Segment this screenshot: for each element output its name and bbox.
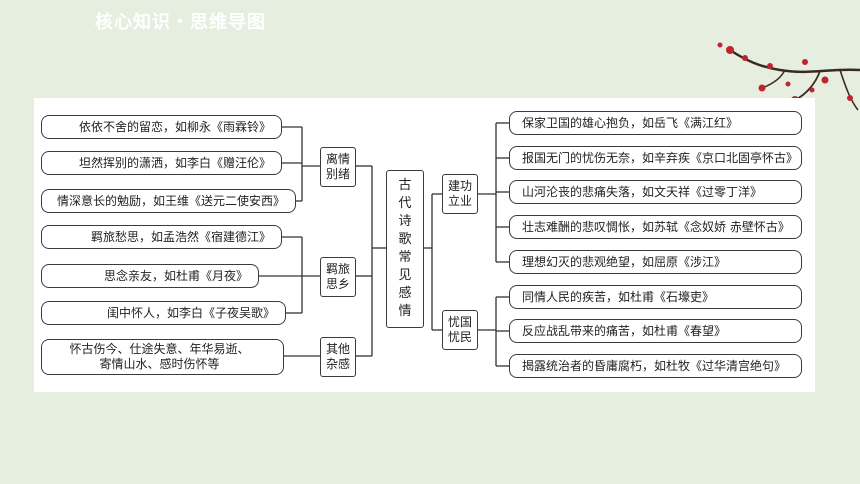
central-char: 代 [398, 196, 412, 211]
left-item-line: 寄情山水、感时伤怀等 [99, 357, 220, 371]
category-line: 离情 [325, 152, 350, 166]
left-item: 羁旅愁思，如孟浩然《宿建德江》 [41, 225, 282, 249]
right-item: 揭露统治者的昏庸腐朽，如杜牧《过华清宫绝句》 [509, 354, 802, 378]
category-homesick: 羁旅 思乡 [320, 257, 356, 297]
right-item: 同情人民的疾苦，如杜甫《石壕吏》 [509, 285, 802, 309]
category-line: 忧民 [447, 330, 472, 344]
category-achievement: 建功 立业 [442, 174, 478, 214]
central-char: 诗 [398, 214, 412, 229]
left-item: 情深意长的勉励，如王维《送元二使安西》 [41, 189, 296, 213]
category-parting: 离情 别绪 [320, 147, 356, 187]
right-item: 山河沦丧的悲痛失落，如文天祥《过零丁洋》 [509, 180, 802, 204]
central-char: 感 [398, 286, 412, 301]
right-item: 报国无门的忧伤无奈，如辛弃疾《京口北固亭怀古》 [509, 146, 802, 170]
left-item: 闺中怀人，如李白《子夜吴歌》 [41, 301, 286, 325]
left-item-multiline: 怀古伤今、仕途失意、年华易逝、 寄情山水、感时伤怀等 [41, 339, 284, 375]
right-item: 保家卫国的雄心抱负，如岳飞《满江红》 [509, 111, 802, 135]
category-line: 其他 [325, 342, 350, 356]
category-line: 忧国 [447, 315, 472, 329]
right-item: 反应战乱带来的痛苦，如杜甫《春望》 [509, 319, 802, 343]
mind-map-panel: 依依不舍的留恋，如柳永《雨霖铃》 坦然挥别的潇洒，如李白《赠汪伦》 情深意长的勉… [34, 98, 815, 392]
category-misc: 其他 杂感 [320, 337, 356, 377]
category-patriotism: 忧国 忧民 [442, 310, 478, 350]
right-item: 壮志难酬的悲叹惆怅，如苏轼《念奴娇 赤壁怀古》 [509, 215, 802, 239]
category-line: 思乡 [325, 277, 350, 291]
left-item-line: 怀古伤今、仕途失意、年华易逝、 [69, 342, 250, 356]
central-char: 常 [398, 250, 412, 265]
left-item: 思念亲友，如杜甫《月夜》 [41, 264, 259, 288]
left-item: 坦然挥别的潇洒，如李白《赠汪伦》 [41, 151, 282, 175]
category-line: 建功 [447, 179, 472, 193]
category-line: 别绪 [325, 167, 350, 181]
central-char: 歌 [398, 232, 412, 247]
central-topic: 古 代 诗 歌 常 见 感 情 [386, 170, 424, 328]
connector-lines [259, 122, 509, 367]
central-char: 见 [398, 268, 412, 283]
central-char: 情 [398, 304, 412, 319]
category-line: 杂感 [325, 357, 350, 371]
page-title: 核心知识・思维导图 [95, 12, 266, 33]
category-line: 立业 [447, 194, 472, 208]
category-line: 羁旅 [325, 262, 350, 276]
left-item: 依依不舍的留恋，如柳永《雨霖铃》 [41, 115, 282, 139]
central-char: 古 [398, 178, 412, 193]
right-item: 理想幻灭的悲观绝望，如屈原《涉江》 [509, 250, 802, 274]
